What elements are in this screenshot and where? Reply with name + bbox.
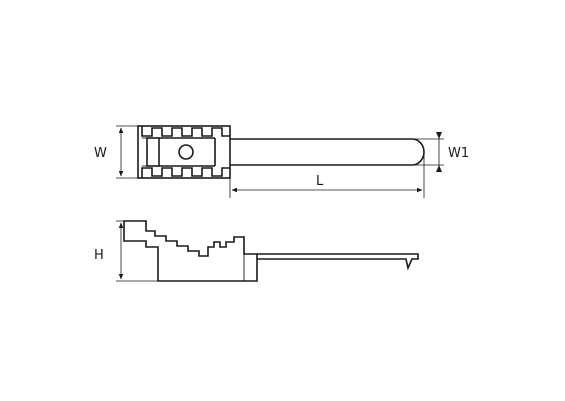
dim-w1-arrow-bottom: [436, 165, 442, 172]
mounting-hole: [178, 144, 194, 160]
head-outline: [137, 125, 231, 179]
label-w: W: [94, 146, 107, 161]
top-view: W W1 L: [94, 125, 469, 198]
bottom-teeth: [141, 167, 230, 178]
strap-side-view: [257, 253, 419, 271]
dim-w1-arrow-top: [436, 132, 442, 139]
dim-w: W: [94, 125, 138, 179]
strap-top-view: [230, 138, 425, 166]
dim-l: L: [229, 152, 425, 198]
label-l: L: [316, 174, 324, 189]
label-w1: W1: [448, 146, 469, 161]
dim-h: H: [94, 220, 158, 282]
dim-w1: W1: [414, 132, 469, 172]
strap-outline: [230, 138, 425, 166]
head-top-view: [137, 125, 231, 179]
top-teeth: [141, 126, 230, 137]
strap-side-outline: [257, 253, 419, 271]
inner-slot: [146, 137, 160, 167]
label-h: H: [94, 248, 104, 263]
head-side-profile: [123, 220, 258, 282]
side-view: H: [94, 220, 419, 282]
